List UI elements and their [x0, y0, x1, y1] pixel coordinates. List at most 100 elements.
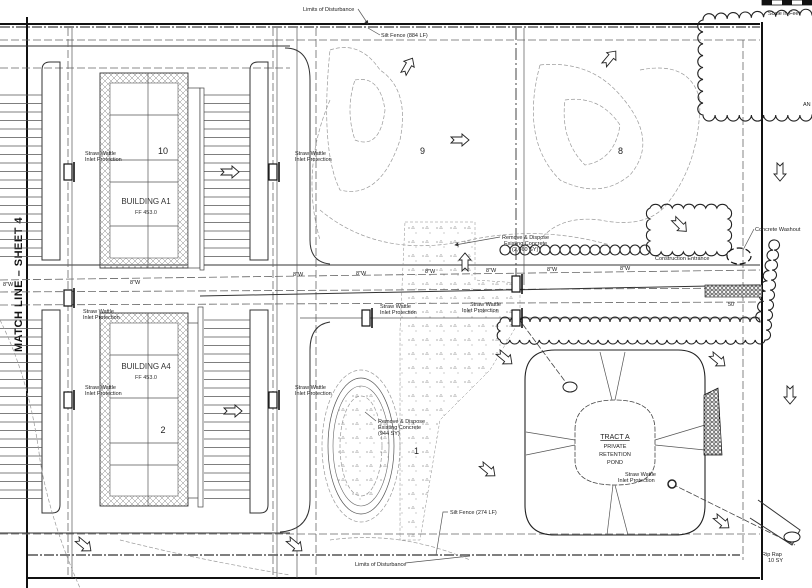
water-line-label: 8"W: [130, 280, 141, 286]
drainage-arrow-icon: [708, 350, 726, 367]
svg-text:Rip Rap: Rip Rap: [762, 552, 782, 558]
drainage-arrow-icon: [458, 252, 472, 273]
finished-floor: FF 453.0: [135, 210, 157, 216]
parking-island: [249, 309, 269, 514]
finished-floor: FF 453.0: [135, 375, 157, 381]
callout-limits-bottom: Limits of Disturbance: [355, 555, 471, 568]
pond-title: TRACT A: [600, 434, 630, 441]
callout-remove-concrete-north: Remove & Dispose Existing Concrete (2,66…: [454, 235, 549, 253]
svg-text:Inlet Protection: Inlet Protection: [295, 157, 332, 163]
retention-pond: TRACT A PRIVATE RETENTION POND: [524, 349, 723, 536]
edge-note: AN: [803, 102, 811, 108]
water-line-labels: 8"W 8"W 8"W 8"W 8"W 8"W 8"W 8"W 50': [3, 266, 735, 308]
callout-concrete-washout: Concrete Washout: [742, 227, 801, 251]
svg-text:Inlet Protection: Inlet Protection: [380, 310, 417, 316]
svg-text:Limits of Disturbance: Limits of Disturbance: [355, 562, 406, 568]
riprap-outfall: [703, 387, 723, 456]
callout-silt-fence-top: Silt Fence (884 LF): [367, 27, 428, 39]
callout-silt-fence-bottom: Silt Fence (274 LF): [435, 510, 497, 556]
svg-text:Concrete Washout: Concrete Washout: [755, 227, 801, 233]
svg-text:Straw Wattle: Straw Wattle: [625, 472, 656, 478]
svg-text:Straw Wattle: Straw Wattle: [295, 385, 326, 391]
lot-number: 9: [420, 146, 425, 156]
svg-text:Straw Wattle: Straw Wattle: [295, 151, 326, 157]
svg-text:(944 SY): (944 SY): [378, 431, 400, 437]
water-line-label: 8"W: [293, 272, 304, 278]
water-line-label: 8"W: [425, 269, 436, 275]
callout-straw-wattle: Straw Wattle Inlet Protection: [295, 151, 332, 163]
scale-label: Scale in Feet: [768, 11, 801, 17]
svg-text:Silt Fence (274 LF): Silt Fence (274 LF): [450, 510, 497, 516]
lot-number: 1: [414, 446, 419, 456]
drainage-arrow-icon: [399, 57, 415, 77]
callout-straw-wattle: Straw Wattle Inlet Protection: [83, 309, 120, 321]
drainage-arrow-icon: [219, 165, 240, 179]
storm-pipes: [517, 317, 801, 546]
drainage-arrow-icon: [773, 161, 787, 182]
callout-straw-wattle: Straw Wattle Inlet Protection: [380, 304, 417, 316]
svg-text:Limits of Disturbance: Limits of Disturbance: [303, 7, 354, 13]
parking-island: [41, 61, 61, 261]
water-line-label: 8"W: [356, 271, 367, 277]
concrete-removal-area-north: [399, 221, 521, 541]
svg-text:Inlet Protection: Inlet Protection: [83, 315, 120, 321]
callout-limits-top: Limits of Disturbance: [303, 7, 369, 25]
drainage-arrow-icon: [478, 460, 496, 477]
drainage-arrows: [74, 50, 797, 552]
parking-island: [249, 61, 269, 261]
svg-text:Inlet Protection: Inlet Protection: [295, 391, 332, 397]
lot-number: 8: [618, 146, 623, 156]
drainage-arrow-icon: [670, 215, 687, 232]
svg-text:Straw Wattle: Straw Wattle: [470, 302, 501, 308]
straw-wattle-inlet: [511, 309, 521, 327]
svg-text:(2,660 SY): (2,660 SY): [512, 247, 538, 253]
callout-straw-wattle: Straw Wattle Inlet Protection: [295, 385, 332, 397]
lot-number: 10: [158, 146, 168, 156]
svg-text:Inlet Protection: Inlet Protection: [462, 308, 499, 314]
drainage-arrow-icon: [74, 535, 92, 552]
water-line-label: 8"W: [486, 268, 497, 274]
svg-text:Inlet Protection: Inlet Protection: [85, 157, 122, 163]
drainage-arrow-icon: [285, 535, 303, 552]
building-a4: 2 BUILDING A4 FF 453.0: [99, 306, 204, 508]
straw-wattle-inlet: [63, 391, 73, 409]
callout-straw-wattle: Straw Wattle Inlet Protection: [85, 385, 122, 397]
dimension-label: 50': [728, 302, 735, 308]
svg-text:Straw Wattle: Straw Wattle: [85, 151, 116, 157]
concrete-washout: [726, 247, 752, 265]
svg-text:Existing Concrete: Existing Concrete: [504, 241, 547, 247]
callout-straw-wattle: Straw Wattle Inlet Protection: [85, 151, 122, 163]
svg-text:Construction Entrance: Construction Entrance: [655, 256, 709, 262]
drainage-arrow-icon: [449, 133, 470, 147]
svg-text:Remove & Dispose: Remove & Dispose: [378, 419, 425, 425]
drainage-arrow-icon: [600, 50, 617, 68]
detention-oval: [321, 369, 401, 523]
callout-straw-wattle: Straw Wattle Inlet Protection: [462, 302, 501, 314]
svg-text:10 SY: 10 SY: [768, 558, 783, 564]
drainage-arrow-icon: [495, 348, 513, 365]
tree-line-clouds: [496, 8, 812, 345]
pond-label-line: RETENTION: [599, 452, 631, 458]
straw-wattle-inlet: [511, 275, 521, 293]
svg-text:Straw Wattle: Straw Wattle: [85, 385, 116, 391]
drainage-arrow-icon: [783, 384, 797, 405]
straw-wattle-inlet: [63, 163, 73, 181]
water-line-label: 8"W: [3, 282, 14, 288]
svg-text:Straw Wattle: Straw Wattle: [380, 304, 411, 310]
svg-text:Silt Fence (884 LF): Silt Fence (884 LF): [381, 33, 428, 39]
svg-text:Remove & Dispose: Remove & Dispose: [502, 235, 549, 241]
callout-remove-concrete-south: Remove & Dispose Existing Concrete (944 …: [364, 411, 425, 437]
building-a1: 10 BUILDING A1 FF 453.0: [99, 72, 205, 271]
lot-number: 2: [160, 425, 165, 435]
callout-straw-wattle: Straw Wattle Inlet Protection: [618, 472, 656, 484]
building-name: BUILDING A4: [121, 362, 171, 371]
straw-wattle-inlet: [268, 391, 278, 409]
straw-wattle-inlet: [361, 309, 371, 327]
water-line-label: 8"W: [547, 267, 558, 273]
callout-construction-entrance: Construction Entrance: [655, 256, 709, 262]
parking-areas: [0, 47, 331, 533]
pond-label-line: PRIVATE: [604, 444, 627, 450]
building-name: BUILDING A1: [121, 197, 171, 206]
